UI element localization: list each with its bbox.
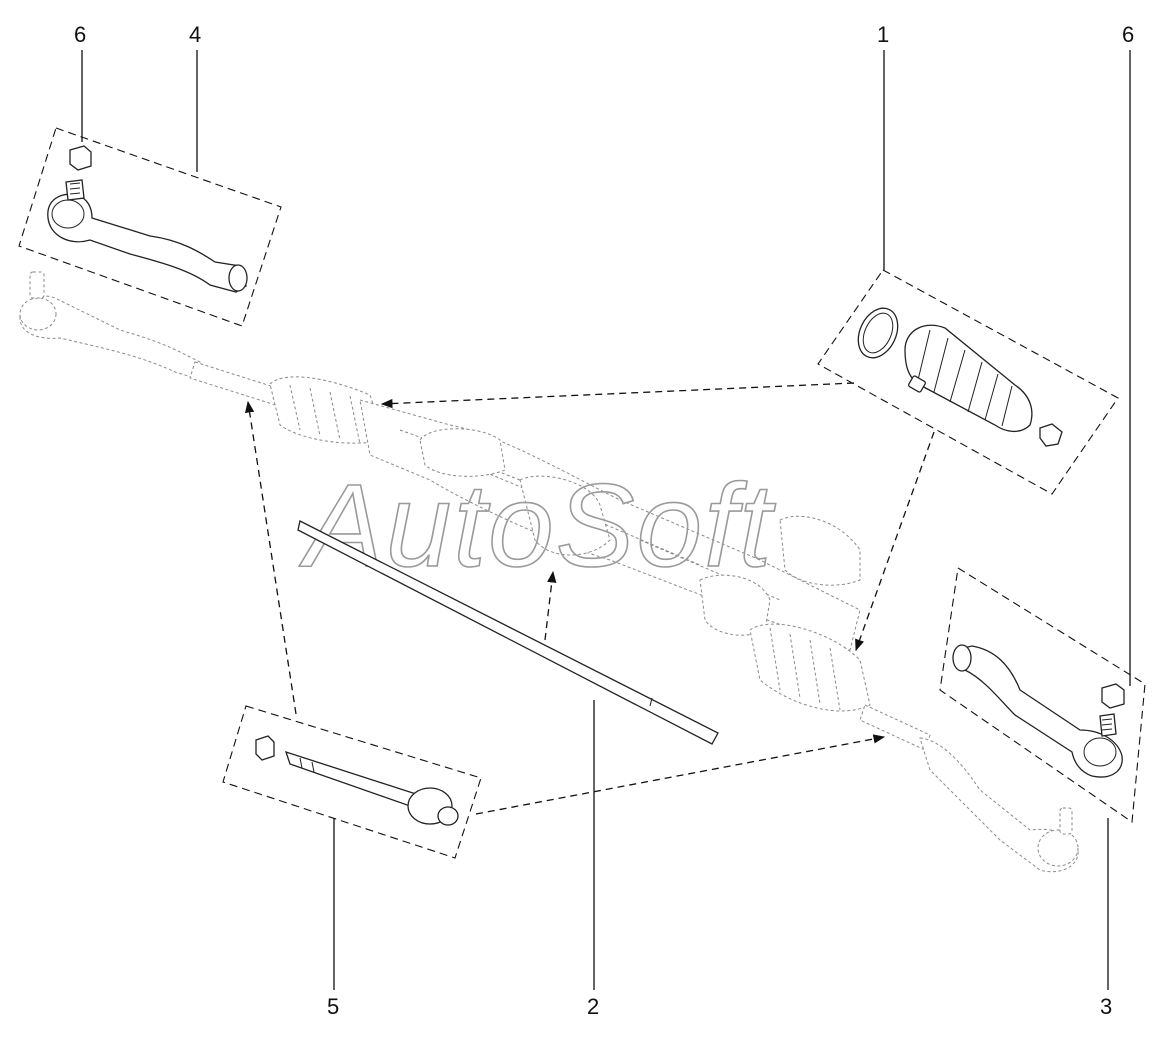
arrow-part1-to-left-boot [380,382,855,409]
part-3-frame [939,567,1146,823]
part-5-frame [222,705,482,859]
part-1-group [817,269,1119,495]
part-4-frame [18,127,282,327]
tie-rod-end-left-part [47,193,247,293]
watermark-text: AutoSoft [299,460,776,592]
leader-lines [81,50,1131,990]
rack-bar-part [297,520,719,745]
nut-left-part [69,145,92,171]
inner-tie-rod-part [284,750,417,807]
part-1-frame [817,269,1119,495]
callout-6-left: 6 [74,22,86,47]
clamp-ring-part [857,307,899,359]
callout-5: 5 [327,994,339,1019]
arrow-part5-to-left-rod [244,400,297,715]
callout-2: 2 [587,994,599,1019]
part-4-group [18,127,282,327]
part-3-group [939,567,1146,823]
callout-3: 3 [1100,994,1112,1019]
callout-6-right: 6 [1122,22,1134,47]
inner-nut-part [255,735,275,761]
rack-assembly-ghost [19,271,1079,873]
arrow-part1-to-right-boot [855,431,935,652]
callout-numbers: 6 4 1 6 5 2 3 [74,22,1134,1019]
tie-rod-end-right-part [954,645,1123,778]
part-5-group [222,705,482,859]
assembly-arrows [244,382,935,815]
nut-right-part [1101,683,1125,709]
arrow-part5-to-right-rod [475,734,886,815]
callout-4: 4 [189,22,201,47]
callout-1: 1 [877,22,889,47]
boot-clip-part [1039,423,1063,447]
